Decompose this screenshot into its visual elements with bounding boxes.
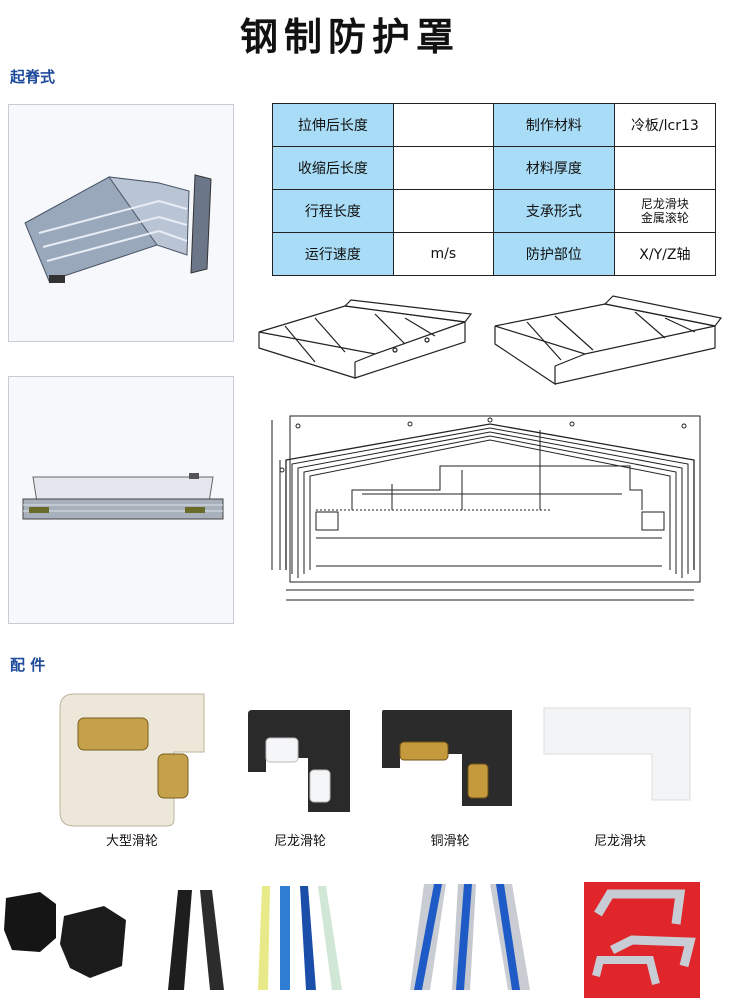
ridge-cover-illustration [24,174,212,283]
rubber-end-caps [4,892,126,978]
section-heading-main: 起脊式 [10,68,56,86]
table-row: 拉伸后长度 制作材料 冷板/lcr13 [272,103,717,147]
spec-value [392,103,494,147]
spec-label: 支承形式 [492,189,615,233]
part-nylon-slider-image [543,707,691,801]
blue-guide-rails [410,884,530,990]
part-label: 大型滑轮 [105,834,158,849]
spec-label: 材料厚度 [492,146,615,190]
accessory-photos-row [4,882,700,998]
red-plate-brackets [584,882,700,998]
spec-value [392,189,494,233]
table-row: 行程长度 支承形式 尼龙滑块 金属滚轮 [272,189,717,233]
isometric-drawings [258,295,723,386]
part-nylon-roller-image [248,710,350,812]
spec-label: 运行速度 [272,232,394,276]
spec-value [613,146,717,190]
black-guide-strips [168,890,224,990]
drawing-outline [289,415,701,583]
part-large-roller-image [59,693,205,827]
table-row: 收缩后长度 材料厚度 [272,146,717,190]
flat-cover-illustration [22,473,224,520]
spec-value: 冷板/lcr13 [613,103,717,147]
page-title: 钢制防护罩 [239,15,460,59]
spec-label: 行程长度 [272,189,394,233]
part-label: 尼龙滑块 [593,834,646,849]
part-copper-roller-image [382,710,512,806]
spec-value: X/Y/Z轴 [613,232,717,276]
spec-value: 尼龙滑块 金属滚轮 [613,189,717,233]
spec-label: 防护部位 [492,232,615,276]
isometric-cover-left [258,299,473,379]
isometric-cover-right [494,295,723,386]
product-photo-ridge-cover [8,104,234,342]
section-heading-parts: 配 件 [10,656,46,674]
spec-label: 制作材料 [492,103,615,147]
spec-value [392,146,494,190]
part-label: 铜滑轮 [430,834,470,849]
spec-table: 拉伸后长度 制作材料 冷板/lcr13 收缩后长度 材料厚度 行程长度 支承形式… [272,103,717,276]
spec-label: 拉伸后长度 [272,103,394,147]
table-row: 运行速度 m/s 防护部位 X/Y/Z轴 [272,232,717,276]
spec-label: 收缩后长度 [272,146,394,190]
product-photo-flat-cover [8,376,234,624]
technical-section-drawing [271,415,701,601]
part-label: 尼龙滑轮 [273,834,326,849]
colored-guide-strips [258,886,342,990]
spec-value: m/s [392,232,494,276]
